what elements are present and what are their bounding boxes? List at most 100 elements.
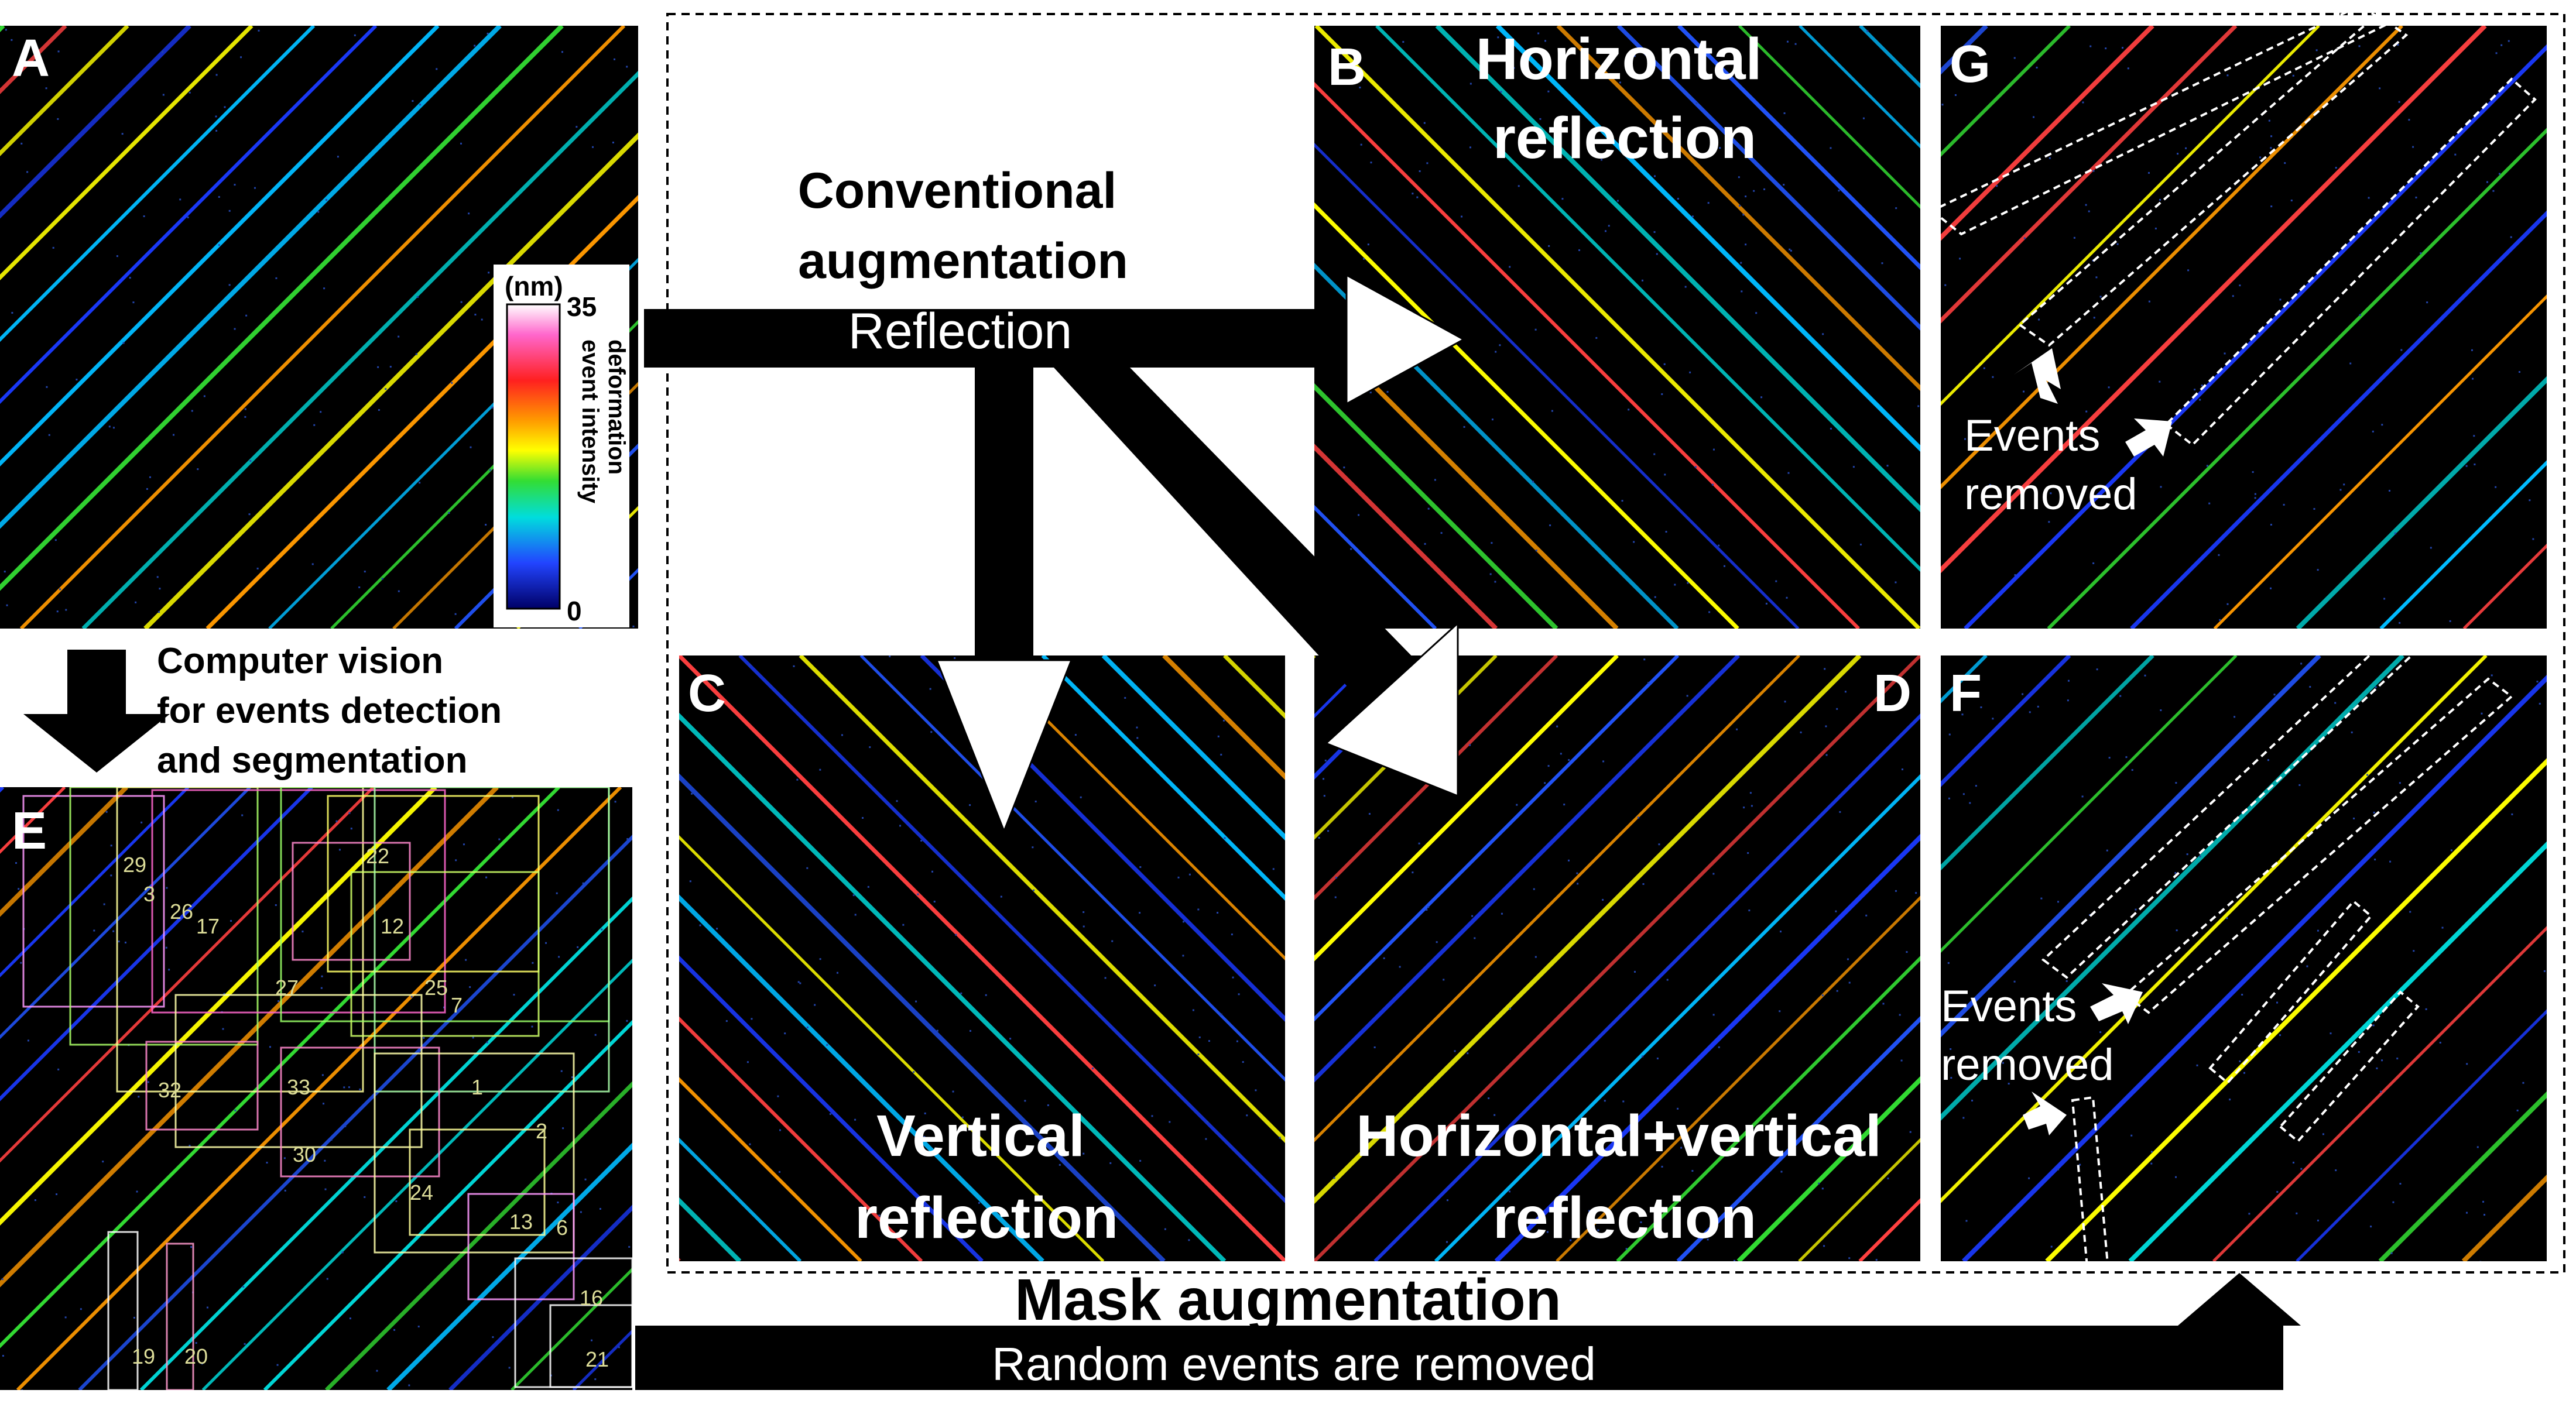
noise-speckle: [224, 106, 226, 108]
horizontal-arrow-shaft: [644, 309, 1347, 368]
noise-speckle: [2224, 352, 2226, 355]
noise-speckle: [2483, 1214, 2486, 1216]
noise-speckle: [54, 539, 57, 541]
noise-speckle: [1707, 1238, 1709, 1241]
noise-speckle: [491, 406, 494, 409]
event-streak: [1964, 44, 2547, 629]
noise-speckle: [1493, 1114, 1496, 1116]
noise-speckle: [203, 395, 205, 397]
segment-id-label: 1: [471, 1075, 483, 1099]
panel-f: [1941, 655, 2547, 1261]
colorbar: [506, 303, 561, 610]
noise-speckle: [1633, 541, 1635, 543]
noise-speckle: [954, 657, 956, 659]
noise-speckle: [105, 811, 108, 813]
panel-letter-a: A: [12, 29, 50, 88]
noise-speckle: [146, 488, 148, 490]
noise-speckle: [933, 900, 936, 902]
noise-speckle: [1619, 81, 1621, 84]
noise-speckle: [1124, 696, 1126, 699]
event-streak: [679, 655, 1285, 1261]
removed-outline: [2017, 13, 2409, 347]
event-streak: [1314, 82, 1860, 629]
noise-speckle: [1948, 797, 1950, 799]
noise-speckle: [2439, 1042, 2441, 1044]
noise-speckle: [2014, 574, 2016, 576]
noise-speckle: [2248, 1213, 2250, 1215]
noise-speckle: [1469, 744, 1471, 746]
event-streak: [325, 1081, 632, 1390]
noise-speckle: [829, 1113, 831, 1116]
noise-speckle: [2177, 153, 2179, 155]
noise-speckle: [341, 1251, 344, 1254]
segmentation-box: [107, 1231, 139, 1390]
segment-id-label: 16: [580, 1286, 603, 1310]
noise-speckle: [1517, 185, 1520, 187]
noise-speckle: [1760, 396, 1763, 399]
noise-speckle: [1677, 1107, 1679, 1110]
panel-c-title-1: Vertical: [876, 1103, 1085, 1169]
noise-speckle: [244, 1343, 246, 1345]
noise-speckle: [2106, 849, 2108, 852]
noise-speckle: [938, 1131, 940, 1134]
noise-speckle: [2380, 1090, 2382, 1093]
colorbar-min: 0: [567, 596, 582, 626]
noise-speckle: [1410, 1130, 1413, 1132]
noise-speckle: [1461, 215, 1463, 218]
noise-speckle: [15, 862, 17, 864]
noise-speckle: [2131, 769, 2133, 771]
noise-speckle: [393, 1329, 396, 1331]
noise-speckle: [1279, 1137, 1281, 1139]
noise-speckle: [2276, 1001, 2279, 1004]
segment-id-label: 12: [381, 914, 404, 938]
noise-speckle: [2392, 1201, 2395, 1203]
event-streak: [1738, 26, 1920, 209]
event-streak: [1556, 895, 1920, 1261]
cv-line-3: and segmentation: [157, 740, 468, 781]
noise-speckle: [1647, 682, 1650, 684]
arrow-right-icon: [2125, 418, 2172, 457]
noise-speckle: [2373, 811, 2375, 814]
noise-speckle: [2081, 795, 2084, 798]
noise-speckle: [1882, 1003, 1885, 1005]
noise-speckle: [1446, 1199, 1448, 1202]
noise-speckle: [1954, 94, 1957, 96]
noise-speckle: [1980, 706, 1982, 709]
noise-speckle: [2082, 101, 2084, 104]
noise-speckle: [511, 796, 513, 798]
noise-speckle: [1443, 979, 1445, 981]
noise-speckle: [1691, 1170, 1694, 1172]
noise-speckle: [854, 914, 857, 916]
noise-speckle: [1909, 1131, 1912, 1133]
noise-speckle: [2065, 980, 2068, 982]
noise-speckle: [2259, 156, 2262, 159]
noise-speckle: [472, 1037, 474, 1039]
noise-speckle: [1835, 910, 1837, 912]
noise-speckle: [2306, 965, 2308, 967]
noise-speckle: [1694, 466, 1697, 468]
noise-speckle: [108, 425, 111, 428]
noise-speckle: [398, 335, 400, 338]
noise-speckle: [2322, 1133, 2324, 1135]
event-streak: [1435, 26, 1920, 513]
noise-speckle: [2290, 200, 2293, 202]
noise-speckle: [1567, 859, 1570, 862]
noise-speckle: [2389, 860, 2392, 863]
event-streak: [1314, 142, 1800, 629]
event-streak: [1375, 26, 1920, 572]
noise-speckle: [1608, 225, 1610, 227]
noise-speckle: [1350, 548, 1352, 550]
segment-id-label: 19: [132, 1344, 155, 1368]
noise-speckle: [1962, 1117, 1965, 1119]
event-streak: [511, 1267, 632, 1390]
noise-speckle: [1335, 877, 1337, 879]
noise-speckle: [283, 1157, 286, 1159]
noise-speckle: [124, 941, 126, 943]
event-streak: [1941, 26, 2154, 241]
noise-speckle: [147, 1081, 149, 1083]
noise-speckle: [1712, 873, 1715, 875]
noise-speckle: [2368, 197, 2370, 199]
noise-speckle: [749, 1143, 751, 1145]
noise-speckle: [725, 1020, 728, 1022]
